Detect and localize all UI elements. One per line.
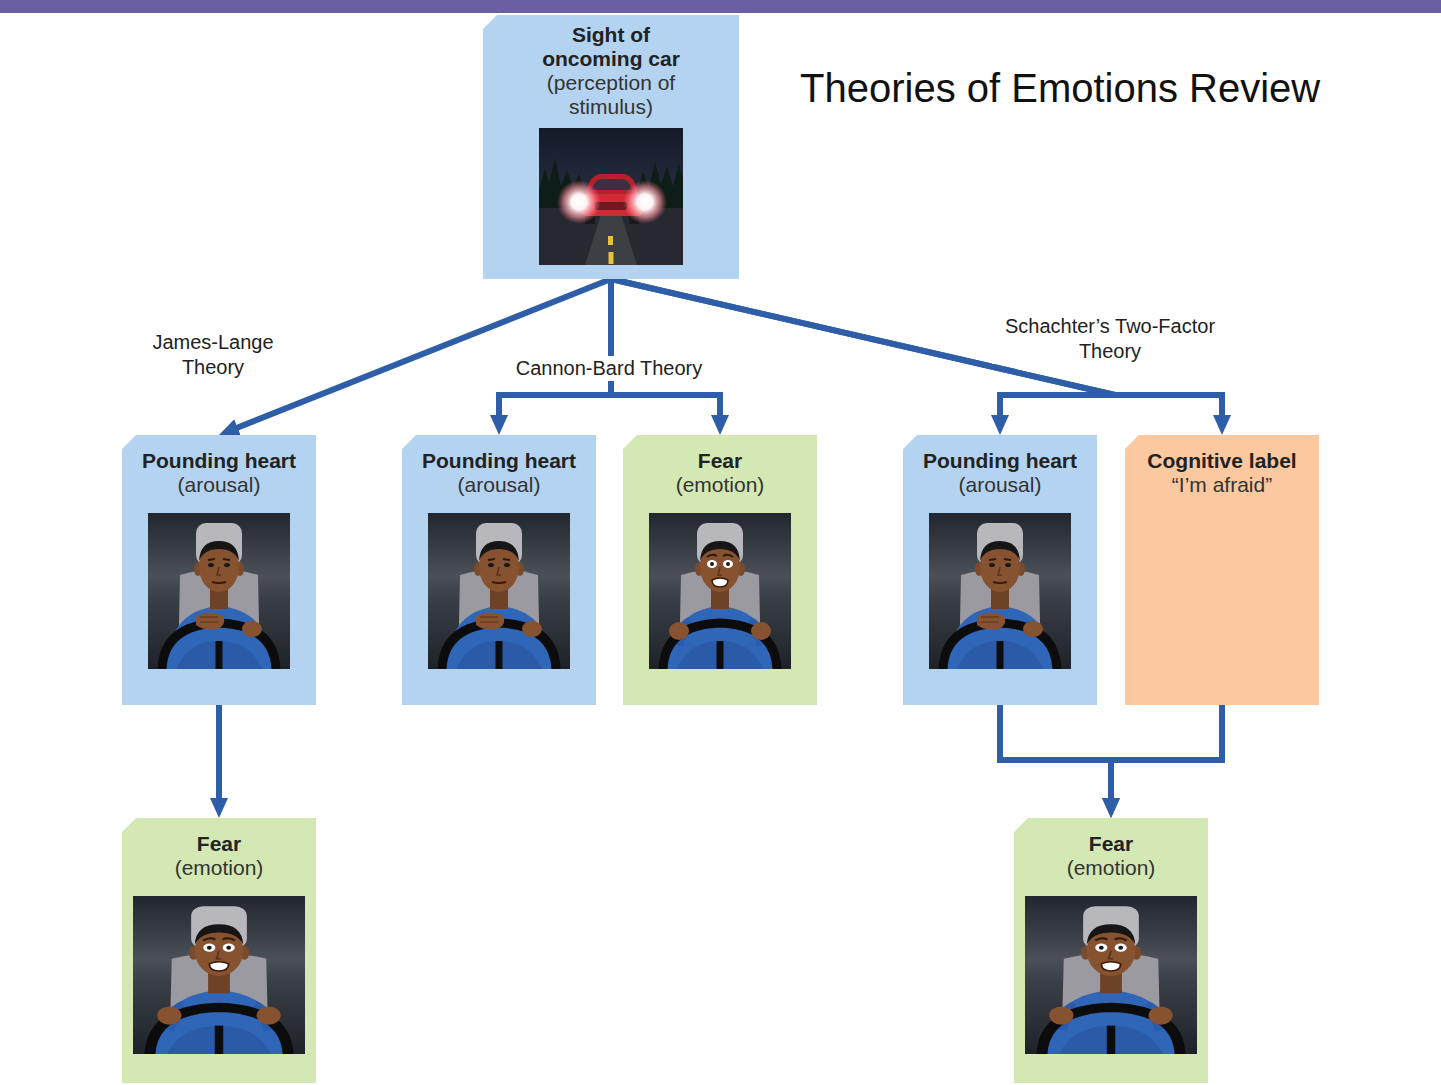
- flow-arrow: [1111, 705, 1222, 808]
- arousal-box: Pounding heart(arousal): [903, 435, 1097, 705]
- flow-arrow: [216, 705, 222, 808]
- driver-scared: [133, 896, 305, 1054]
- box-heading: Pounding heart: [907, 449, 1093, 473]
- driver-picture: [133, 896, 305, 1054]
- box-heading: Fear: [627, 449, 813, 473]
- box-heading: Cognitive label: [1129, 449, 1315, 473]
- box-heading: Pounding heart: [126, 449, 312, 473]
- driver-calm: [929, 513, 1071, 669]
- box-subtitle: (arousal): [126, 473, 312, 497]
- driver-scared: [649, 513, 791, 669]
- driver-picture: [1025, 896, 1197, 1054]
- box-subtitle: “I’m afraid”: [1129, 473, 1315, 497]
- driver-calm: [148, 513, 290, 669]
- box-heading: Sight of oncoming car: [523, 23, 699, 71]
- driver-picture: [148, 513, 290, 669]
- arousal-box: Pounding heart(arousal): [122, 435, 316, 705]
- flow-arrow: [499, 279, 611, 425]
- box-subtitle: (emotion): [627, 473, 813, 497]
- driver-scared: [1025, 896, 1197, 1054]
- stimulus-box: Sight of oncoming car(perception of stim…: [483, 15, 739, 279]
- header-bar: [0, 0, 1441, 13]
- driver-picture: [428, 513, 570, 669]
- emotion-box: Fear(emotion): [623, 435, 817, 705]
- theory-label: James-Lange Theory: [135, 330, 291, 380]
- theory-label: Cannon-Bard Theory: [513, 356, 705, 381]
- box-heading: Fear: [126, 832, 312, 856]
- cognitive-label-box: Cognitive label“I’m afraid”: [1125, 435, 1319, 705]
- box-subtitle: (emotion): [126, 856, 312, 880]
- flow-arrow: [1000, 705, 1111, 808]
- box-heading: Fear: [1018, 832, 1204, 856]
- emotion-box: Fear(emotion): [122, 818, 316, 1083]
- car-picture: [539, 128, 683, 265]
- arousal-box: Pounding heart(arousal): [402, 435, 596, 705]
- box-subtitle: (emotion): [1018, 856, 1204, 880]
- box-subtitle: (arousal): [406, 473, 592, 497]
- driver-picture: [649, 513, 791, 669]
- car-scene: [539, 128, 683, 265]
- theory-label: Schachter’s Two-Factor Theory: [992, 314, 1228, 364]
- box-subtitle: (perception of stimulus): [523, 71, 699, 119]
- driver-calm: [428, 513, 570, 669]
- box-heading: Pounding heart: [406, 449, 592, 473]
- slide-title: Theories of Emotions Review: [800, 66, 1320, 111]
- box-subtitle: (arousal): [907, 473, 1093, 497]
- driver-picture: [929, 513, 1071, 669]
- emotion-box: Fear(emotion): [1014, 818, 1208, 1083]
